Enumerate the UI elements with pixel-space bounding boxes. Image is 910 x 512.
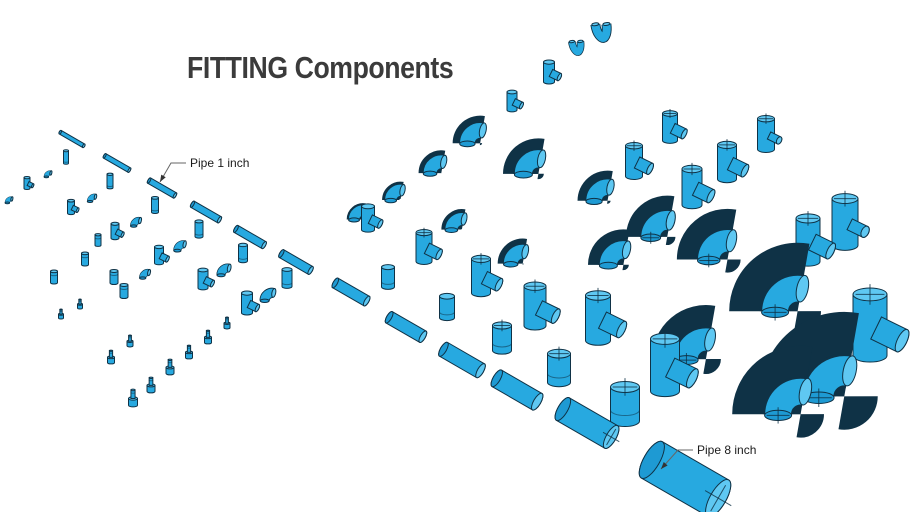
tee-fitting bbox=[507, 90, 524, 112]
reducer-fitting bbox=[108, 350, 115, 364]
coupling-fitting bbox=[493, 320, 512, 354]
coupling-fitting bbox=[195, 220, 203, 238]
annotation-0: Pipe 1 inch bbox=[159, 156, 249, 183]
elbow-fitting bbox=[418, 150, 448, 177]
tee-fitting bbox=[416, 228, 444, 265]
coupling-fitting bbox=[382, 265, 395, 290]
coupling-fitting bbox=[282, 268, 292, 289]
pipe-fitting bbox=[103, 153, 132, 173]
elbow-fitting bbox=[4, 196, 13, 204]
tee-fitting bbox=[718, 139, 751, 183]
elbow-fitting bbox=[587, 229, 632, 271]
pipe-fitting bbox=[331, 277, 372, 307]
pipe-fitting bbox=[278, 249, 315, 275]
coupling-fitting bbox=[440, 293, 455, 320]
pipe-fitting bbox=[384, 310, 428, 343]
elbow-fitting bbox=[452, 115, 488, 146]
tee-fitting bbox=[472, 253, 505, 297]
pipe-fitting bbox=[58, 130, 85, 148]
elbow-fitting bbox=[577, 170, 616, 205]
elbow-fitting bbox=[626, 195, 677, 246]
reducer-fitting bbox=[129, 389, 138, 407]
reducer-fitting bbox=[127, 335, 133, 347]
tee-fitting bbox=[24, 176, 34, 189]
coupling-fitting bbox=[64, 150, 69, 165]
tee-fitting bbox=[242, 291, 261, 315]
reducing-tee-fitting bbox=[758, 114, 783, 153]
reducer-fitting bbox=[166, 359, 174, 375]
coupling-fitting bbox=[611, 378, 640, 426]
cap-fitting bbox=[51, 270, 58, 284]
pipe-fitting bbox=[552, 395, 626, 453]
reducer-fitting bbox=[59, 309, 64, 319]
pipe-fitting bbox=[437, 341, 487, 379]
elbow-fitting bbox=[173, 240, 187, 252]
pipe-fitting bbox=[489, 368, 545, 411]
coupling-fitting bbox=[239, 243, 248, 263]
elbow-fitting bbox=[130, 217, 142, 227]
elbow-fitting bbox=[441, 209, 468, 232]
coupling-fitting bbox=[548, 347, 571, 387]
reducer-fitting bbox=[224, 317, 230, 329]
pipe-fitting bbox=[190, 201, 223, 224]
pipe-fitting bbox=[233, 225, 268, 250]
tee-fitting bbox=[544, 60, 563, 84]
pipe-fitting bbox=[147, 177, 178, 198]
tee-fitting bbox=[682, 163, 717, 209]
elbow-fitting bbox=[759, 311, 878, 430]
trap-fitting bbox=[590, 21, 612, 43]
elbow-fitting bbox=[732, 345, 825, 438]
elbow-fitting bbox=[43, 170, 52, 178]
cap-fitting bbox=[120, 283, 128, 298]
tee-fitting bbox=[198, 268, 215, 290]
coupling-fitting bbox=[152, 197, 159, 214]
elbow-fitting bbox=[497, 238, 530, 267]
tee-fitting bbox=[524, 280, 562, 330]
elbow-fitting bbox=[382, 181, 406, 203]
annotation-1: Pipe 8 inch bbox=[660, 443, 756, 470]
elbow-fitting bbox=[86, 193, 97, 203]
tee-fitting bbox=[111, 222, 125, 239]
reducing-tee-fitting bbox=[832, 191, 871, 251]
annotation-label: Pipe 1 inch bbox=[190, 156, 249, 170]
annotation-label: Pipe 8 inch bbox=[697, 443, 756, 457]
reducer-fitting bbox=[186, 345, 193, 359]
elbow-fitting bbox=[502, 138, 547, 180]
tee-fitting bbox=[68, 199, 80, 214]
tee-fitting bbox=[796, 211, 837, 266]
cap-fitting bbox=[95, 234, 101, 247]
tee-fitting bbox=[155, 245, 171, 265]
tee-fitting bbox=[663, 109, 689, 143]
trap-fitting bbox=[568, 39, 585, 56]
tee-fitting bbox=[651, 330, 701, 397]
leader-arrowhead bbox=[160, 174, 166, 182]
cap-fitting bbox=[82, 252, 89, 266]
elbow-fitting bbox=[651, 305, 722, 375]
reducer-fitting bbox=[78, 299, 83, 309]
tee-fitting bbox=[362, 204, 384, 232]
page-title: FITTING Components bbox=[187, 50, 454, 85]
coupling-fitting bbox=[107, 173, 113, 189]
elbow-fitting bbox=[259, 287, 276, 302]
tee-fitting bbox=[586, 288, 629, 345]
pipe-fitting bbox=[634, 438, 741, 512]
tee-fitting bbox=[626, 141, 655, 180]
elbow-fitting bbox=[729, 242, 822, 335]
leader-arrowhead bbox=[661, 462, 668, 469]
cap-fitting bbox=[110, 269, 118, 284]
reducer-fitting bbox=[147, 377, 155, 393]
reducer-fitting bbox=[205, 330, 212, 344]
elbow-fitting bbox=[676, 208, 741, 273]
elbow-fitting bbox=[139, 269, 151, 279]
elbow-fitting bbox=[216, 263, 232, 277]
tee-fitting bbox=[853, 284, 910, 362]
